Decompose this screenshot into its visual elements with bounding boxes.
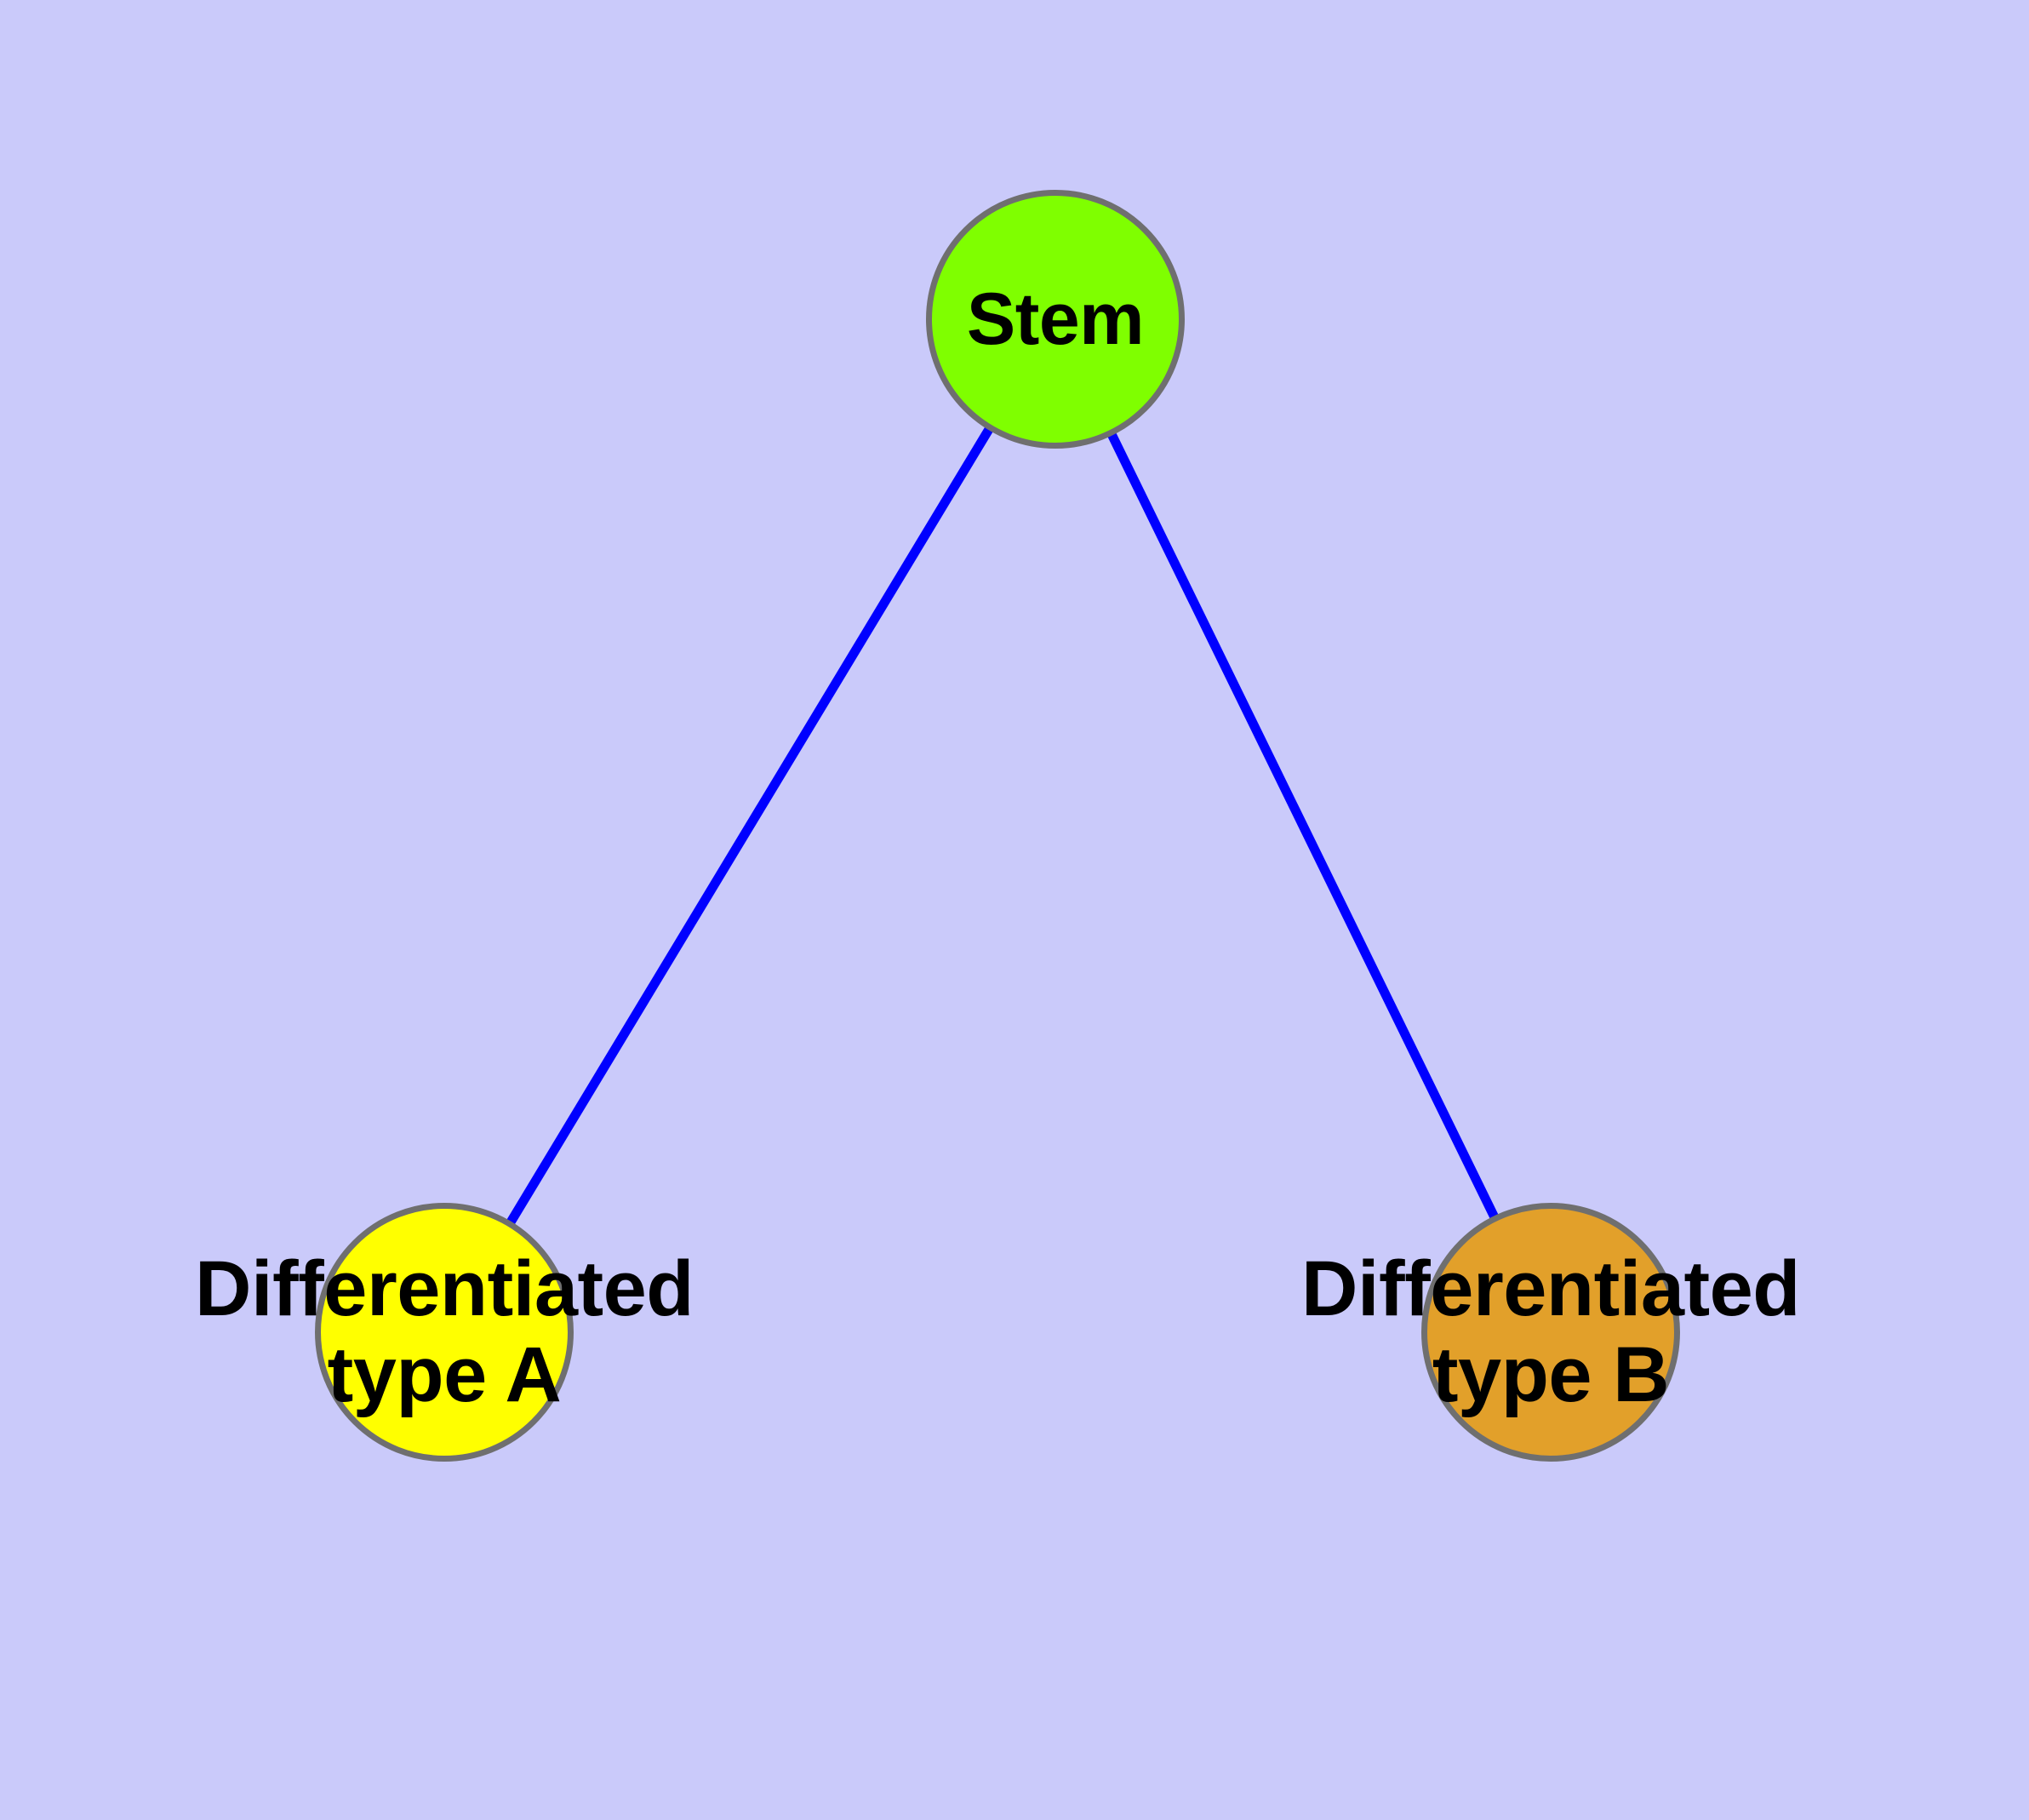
edge-stem-to-diff_a	[506, 426, 994, 1226]
edge-stem-to-diff_b	[1106, 432, 1500, 1220]
node-diff_b[interactable]	[1421, 1203, 1680, 1462]
node-diff_a[interactable]	[315, 1203, 574, 1462]
node-stem[interactable]	[926, 190, 1185, 449]
